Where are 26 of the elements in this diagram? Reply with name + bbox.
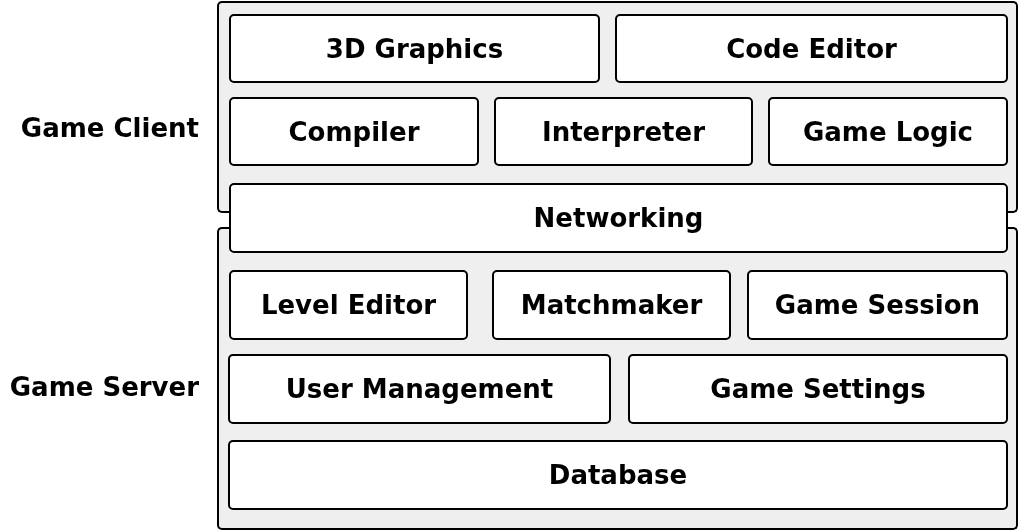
component-box — [615, 14, 1008, 83]
component-box — [494, 97, 753, 166]
component-box — [229, 183, 1008, 253]
component-label: Compiler — [288, 116, 420, 147]
component-label: 3D Graphics — [325, 33, 504, 64]
component-label: Game Session — [774, 290, 981, 320]
group-heading: Game Client — [20, 113, 199, 143]
component-label: Database — [548, 460, 688, 490]
component-label: Networking — [533, 203, 704, 233]
component-box — [229, 97, 479, 166]
component-label: Level Editor — [260, 290, 437, 320]
component-box — [229, 270, 468, 340]
component-label: User Management — [285, 374, 554, 404]
component-label: Matchmaker — [520, 290, 703, 320]
component-box — [228, 440, 1008, 510]
component-box — [492, 270, 731, 340]
component-label: Game Settings — [710, 374, 926, 404]
component-label: Interpreter — [542, 116, 705, 147]
component-box — [228, 354, 611, 424]
component-box — [768, 97, 1008, 166]
component-label: Code Editor — [726, 33, 897, 64]
component-label: Game Logic — [803, 116, 973, 147]
component-box — [628, 354, 1008, 424]
component-box — [229, 14, 600, 83]
group-heading: Game Server — [9, 372, 199, 402]
component-box — [747, 270, 1008, 340]
